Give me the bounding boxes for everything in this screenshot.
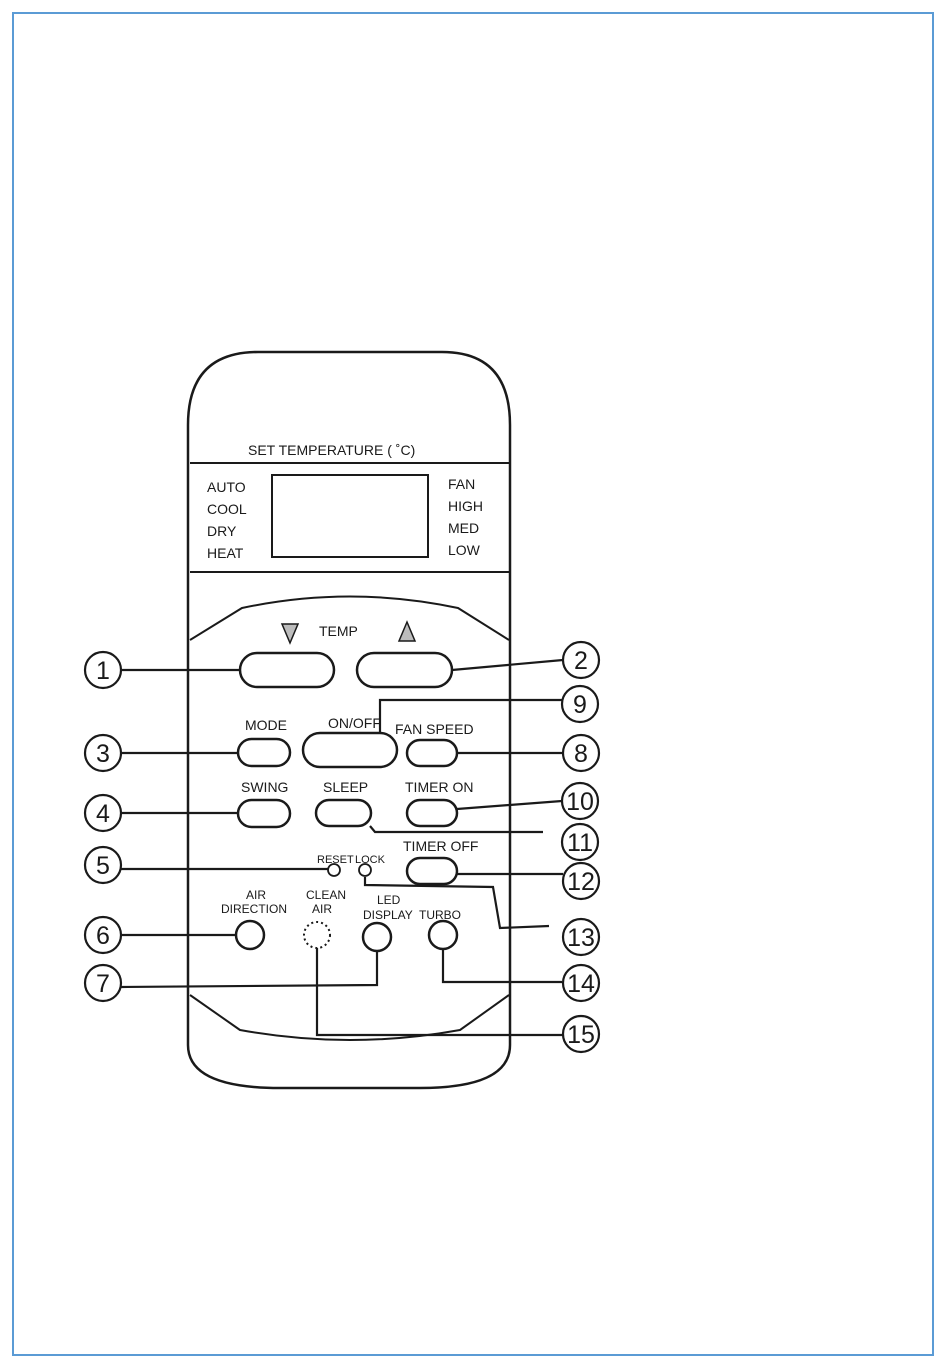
- callout-3: 3: [85, 735, 121, 771]
- svg-text:9: 9: [573, 691, 587, 719]
- callout-9: 9: [562, 686, 598, 722]
- fan-speed-button[interactable]: [407, 740, 457, 766]
- mode-label: MODE: [245, 717, 287, 733]
- temp-up-button[interactable]: [357, 653, 452, 687]
- callout-12: 12: [563, 863, 599, 899]
- mode-indicator-auto: AUTO: [207, 479, 246, 495]
- svg-text:13: 13: [567, 924, 595, 952]
- callout-1: 1: [85, 652, 121, 688]
- set-temperature-label: SET TEMPERATURE ( ˚C): [248, 442, 415, 458]
- mode-button[interactable]: [238, 739, 290, 766]
- svg-text:15: 15: [567, 1021, 595, 1049]
- air-direction-button[interactable]: [236, 921, 264, 949]
- clean-air-label-line1: CLEAN: [306, 888, 346, 902]
- callout-11: 11: [562, 824, 598, 860]
- fan-indicator-low: LOW: [448, 542, 481, 558]
- turbo-button[interactable]: [429, 921, 457, 949]
- fan-indicator-fan: FAN: [448, 476, 475, 492]
- on-off-label: ON/OFF: [328, 715, 381, 731]
- reset-button[interactable]: [328, 864, 340, 876]
- timer-off-button[interactable]: [407, 858, 457, 884]
- on-off-button[interactable]: [303, 733, 397, 767]
- turbo-label: TURBO: [419, 908, 461, 922]
- clean-air-button[interactable]: [304, 922, 330, 948]
- svg-text:5: 5: [96, 852, 110, 880]
- svg-text:1: 1: [96, 657, 110, 685]
- mode-indicator-heat: HEAT: [207, 545, 244, 561]
- svg-text:2: 2: [574, 647, 588, 675]
- svg-text:8: 8: [574, 740, 588, 768]
- sleep-button[interactable]: [316, 800, 371, 826]
- led-display-label-line1: LED: [377, 893, 401, 907]
- timer-on-label: TIMER ON: [405, 779, 473, 795]
- swing-button[interactable]: [238, 800, 290, 827]
- swing-label: SWING: [241, 779, 288, 795]
- svg-text:6: 6: [96, 922, 110, 950]
- svg-text:10: 10: [566, 788, 594, 816]
- timer-on-button[interactable]: [407, 800, 457, 826]
- svg-text:3: 3: [96, 740, 110, 768]
- led-display-label-line2: DISPLAY: [363, 908, 413, 922]
- svg-text:7: 7: [96, 970, 110, 998]
- mode-indicator-cool: COOL: [207, 501, 247, 517]
- led-display-button[interactable]: [363, 923, 391, 951]
- temp-label: TEMP: [319, 623, 358, 639]
- air-direction-label-line1: AIR: [246, 888, 266, 902]
- fan-indicator-med: MED: [448, 520, 479, 536]
- lock-button[interactable]: [359, 864, 371, 876]
- callout-2: 2: [563, 642, 599, 678]
- callout-13: 13: [563, 919, 599, 955]
- sleep-label: SLEEP: [323, 779, 368, 795]
- lcd-screen: [272, 475, 428, 557]
- clean-air-label-line2: AIR: [312, 902, 332, 916]
- callout-14: 14: [563, 965, 599, 1001]
- svg-text:14: 14: [567, 970, 595, 998]
- svg-text:11: 11: [567, 829, 593, 857]
- callout-8: 8: [563, 735, 599, 771]
- callout-4: 4: [85, 795, 121, 831]
- air-direction-label-line2: DIRECTION: [221, 902, 287, 916]
- callout-10: 10: [562, 783, 598, 819]
- callout-7: 7: [85, 965, 121, 1001]
- temp-down-button[interactable]: [240, 653, 334, 687]
- timer-off-label: TIMER OFF: [403, 838, 478, 854]
- lock-label: LOCK: [355, 854, 386, 866]
- svg-text:12: 12: [567, 868, 595, 896]
- callout-5: 5: [85, 847, 121, 883]
- fan-indicator-high: HIGH: [448, 498, 483, 514]
- mode-indicator-dry: DRY: [207, 523, 237, 539]
- callout-6: 6: [85, 917, 121, 953]
- callout-15: 15: [563, 1016, 599, 1052]
- fan-speed-label: FAN SPEED: [395, 721, 474, 737]
- svg-text:4: 4: [96, 800, 110, 828]
